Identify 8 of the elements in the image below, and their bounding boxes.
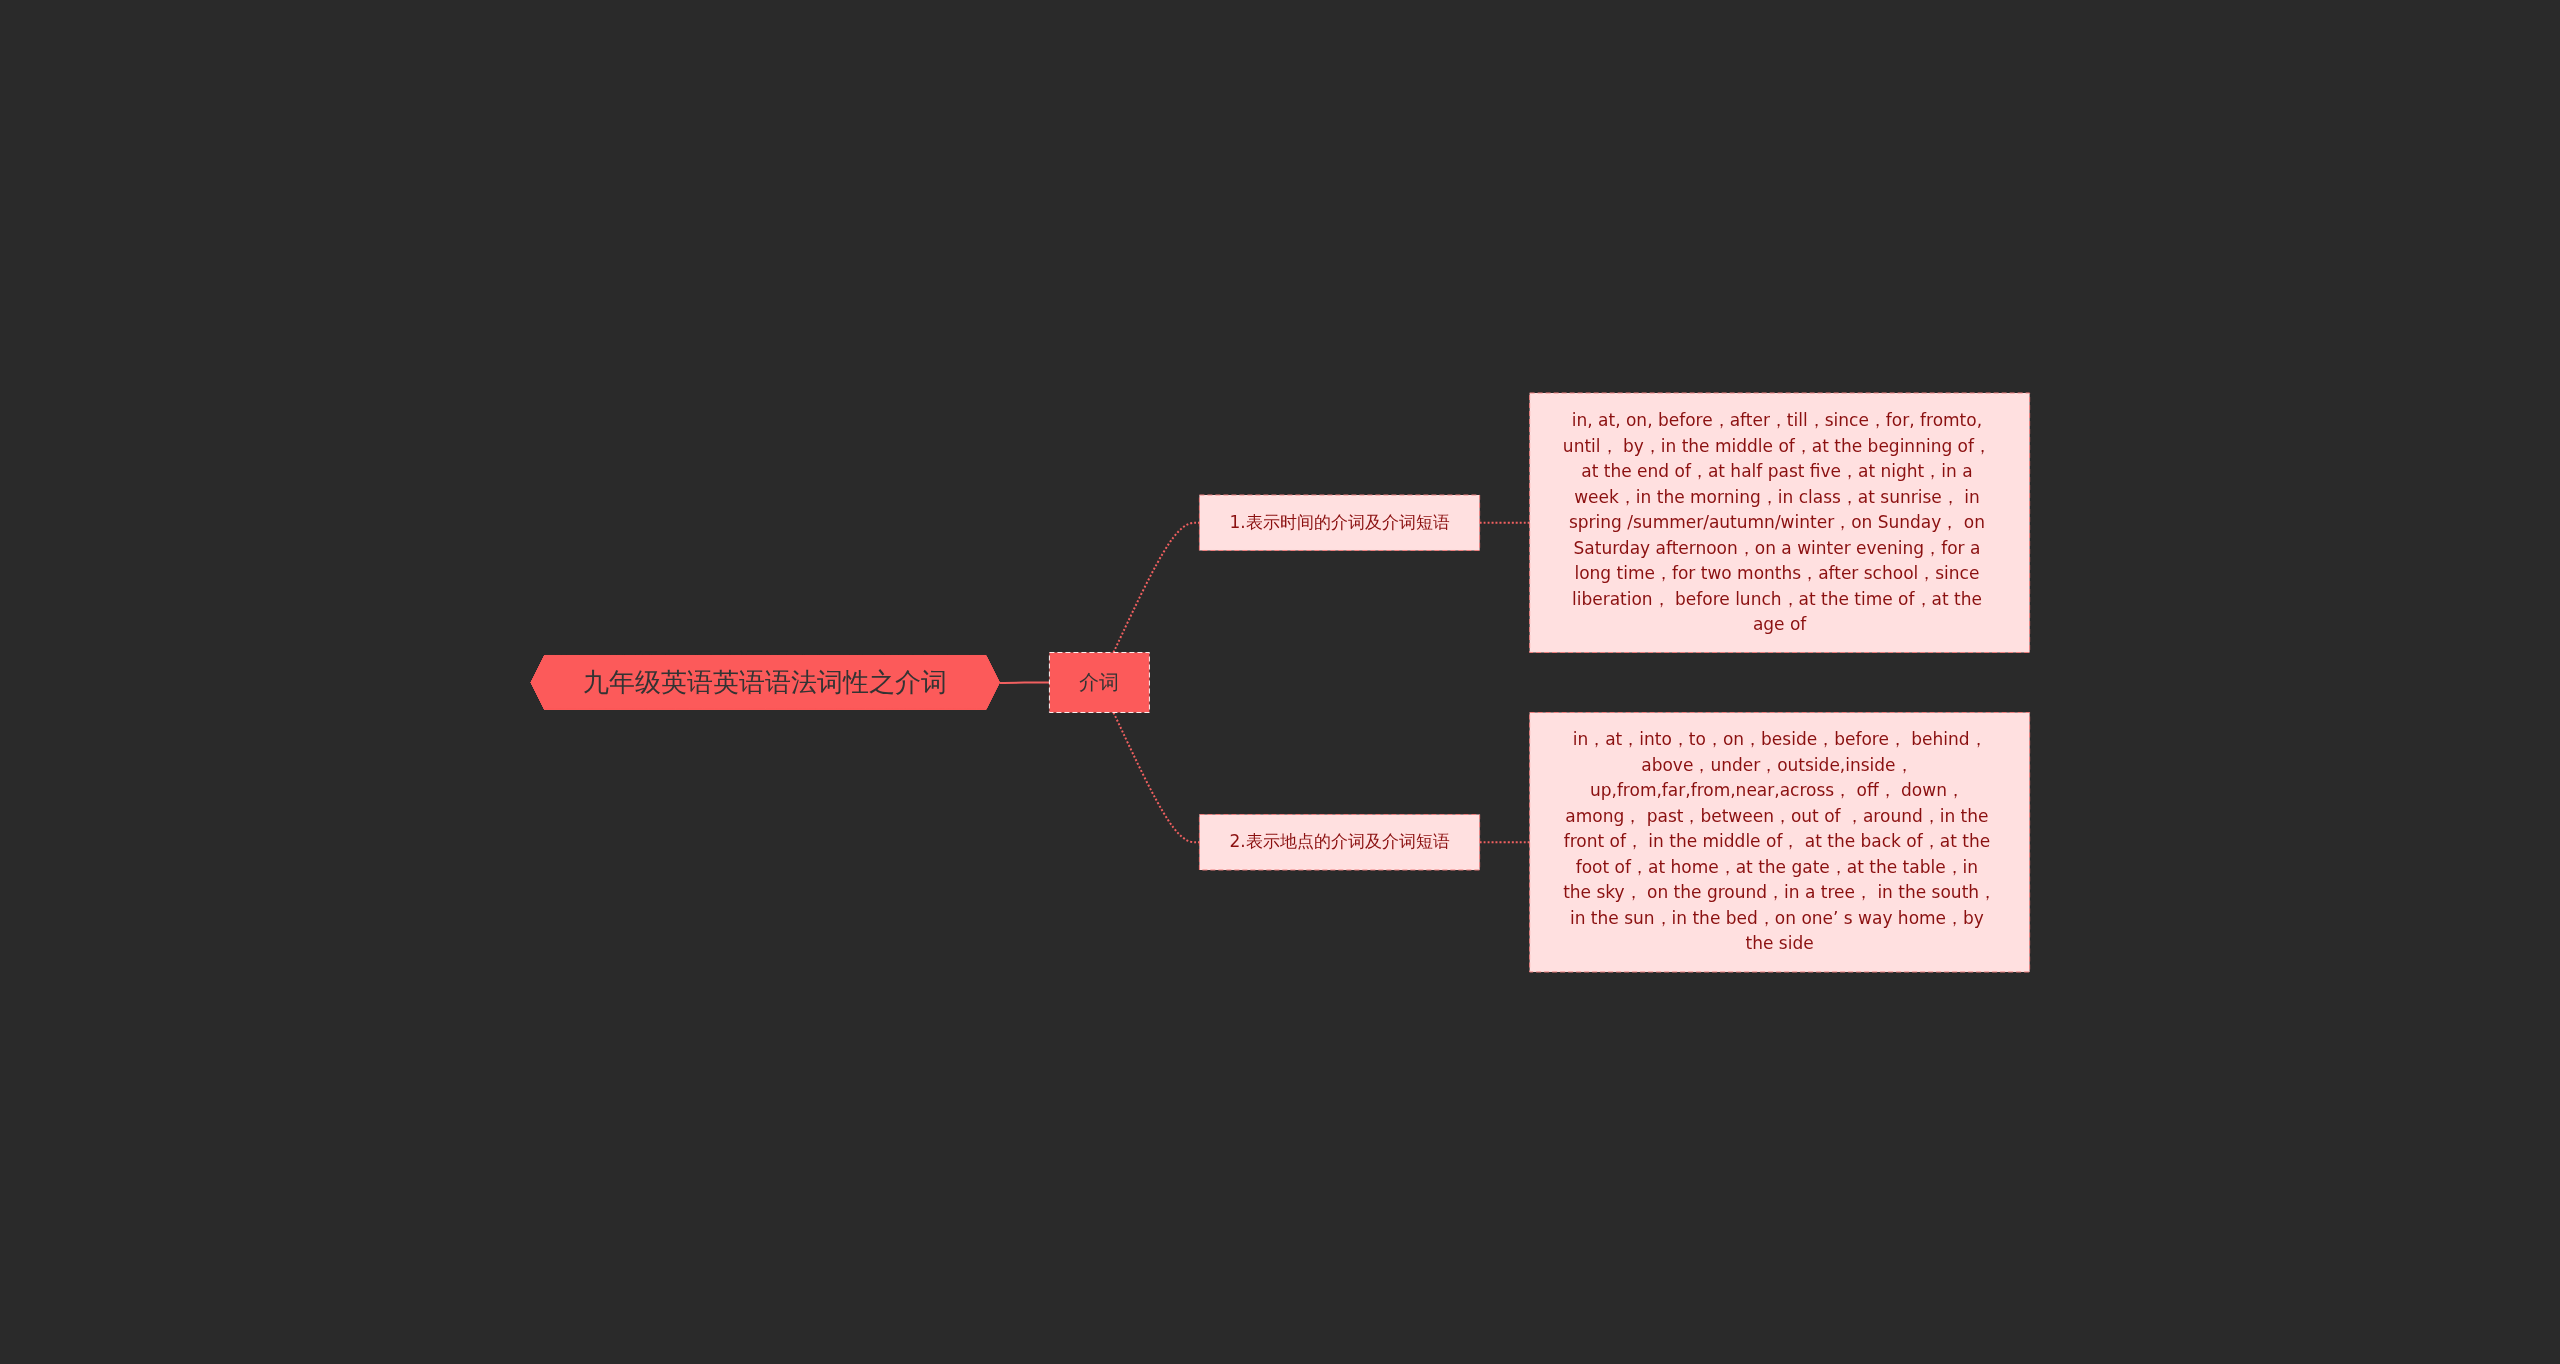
connector bbox=[998, 681, 1051, 684]
node-box: 1.表示时间的介词及介词短语 bbox=[1198, 494, 1480, 551]
connector bbox=[1478, 840, 1531, 843]
connector bbox=[1478, 521, 1531, 524]
node-box: 介词 bbox=[1048, 651, 1150, 713]
node-box: 2.表示地点的介词及介词短语 bbox=[1198, 813, 1480, 870]
node-box: in, at, on, before，after，till，since，for, fromto, until， by，in the middle of，at the beginning of， at the end of，at half past five，at night，in a week，in the morning，in class，at sunrise， in spring /summer/autumn/winter，on Sunday， on Saturday afternoon，on a winter evening，for a long time，for two months，after school，since liberation， before lunch，at the time of，at the age of bbox=[1528, 392, 2030, 653]
node-box: in，at，into，to，on，beside，before， behind，above，under，outside,inside， up,from,far,from,near,across， off， down， among， past，between，out of ，around，in the front of， in the middle of， at the back of，at the foot of，at home，at the gate，at the table，in the sky， on the ground，in a tree， in the south，in the sun，in the bed，on one’ s way home，by the side bbox=[1528, 711, 2030, 972]
